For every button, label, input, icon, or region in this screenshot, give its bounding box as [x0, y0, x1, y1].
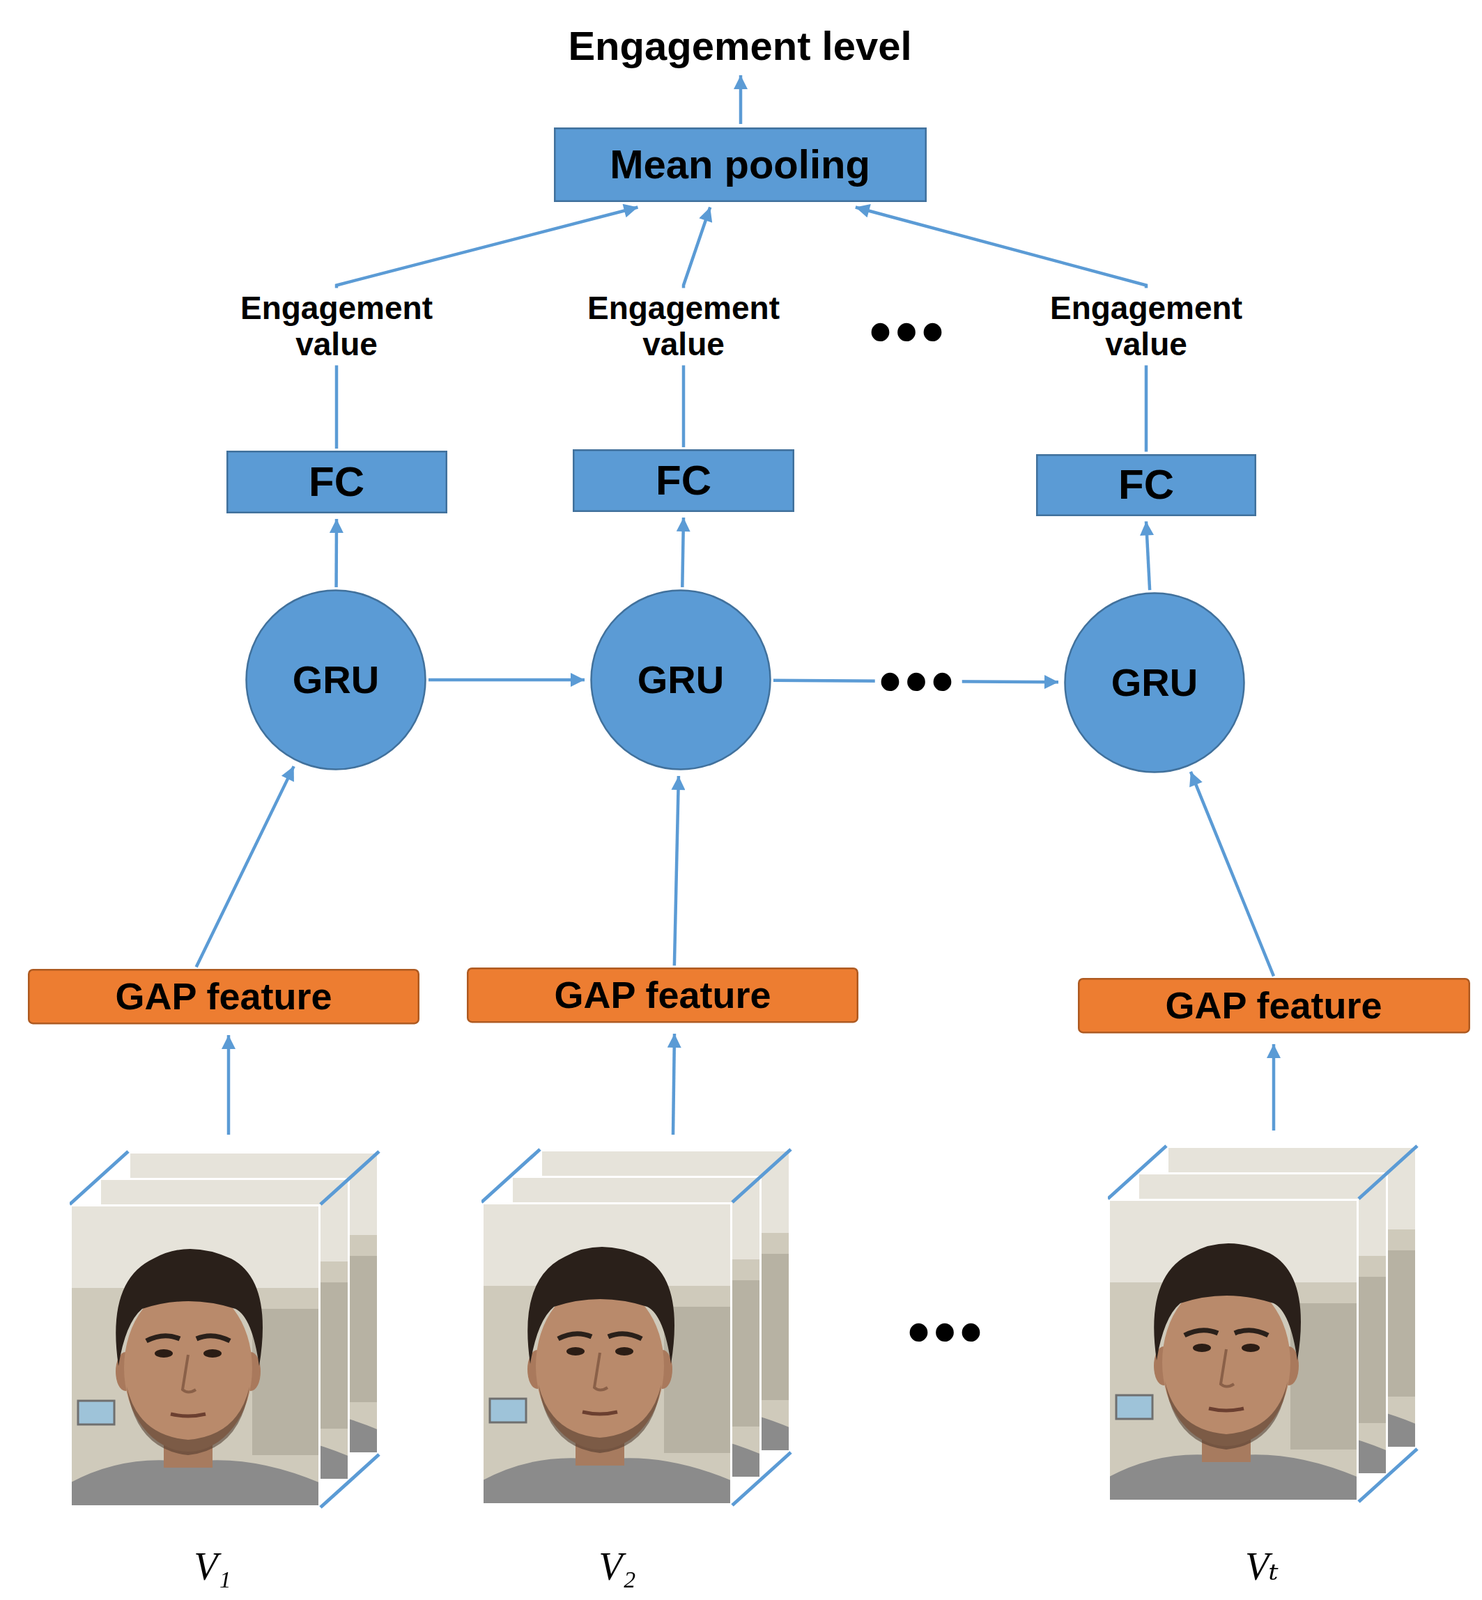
node-text: GAP feature: [114, 976, 332, 1018]
gru-circle: [1065, 593, 1245, 773]
ellipsis-dots: •••: [865, 300, 953, 364]
gru-cell: GRU: [245, 589, 427, 771]
video-clip-stack: [69, 1151, 380, 1508]
flow-arrow: [674, 776, 679, 966]
box-rect: [573, 450, 794, 512]
flow-arrow: [1146, 521, 1150, 591]
box-rect: [1036, 454, 1256, 516]
flow-arrow: [196, 766, 295, 968]
box-rect: [28, 970, 419, 1025]
feature-box: GAP feature: [27, 969, 420, 1025]
input-arrow: [673, 1033, 675, 1136]
gru-cell: GRU: [1063, 592, 1246, 774]
node-text: GAP feature: [1164, 985, 1382, 1027]
box-rect: [227, 451, 447, 513]
edge-label: Engagement value: [581, 287, 786, 366]
flow-arrow: [428, 678, 585, 683]
edge-label: Engagement value: [234, 287, 439, 366]
node-text: FC: [308, 459, 365, 506]
input-label: V₂: [598, 1546, 637, 1590]
flow-arrow: [1190, 772, 1274, 977]
flow-arrow: [334, 519, 338, 588]
node-text: GRU: [637, 658, 724, 702]
fc-layer-box: FC: [226, 450, 448, 514]
input-label: V₁: [193, 1546, 232, 1590]
gru-circle: [246, 590, 426, 770]
output-arrow: [739, 75, 743, 125]
video-clip-stack: [1107, 1146, 1418, 1503]
fc-layer-box: FC: [572, 449, 795, 513]
flow-arrow: [682, 517, 684, 588]
input-arrow: [1272, 1044, 1276, 1131]
node-text: GRU: [292, 658, 380, 702]
feature-box: GAP feature: [466, 967, 859, 1023]
node-text: GRU: [1111, 661, 1198, 705]
input-arrow: [227, 1035, 231, 1136]
box-rect: [1078, 979, 1470, 1034]
input-label: Vₜ: [1245, 1546, 1279, 1590]
box-rect: [554, 128, 926, 202]
feature-box: GAP feature: [1077, 978, 1471, 1034]
edge-label: Engagement value: [1044, 287, 1248, 366]
pooling-box: Mean pooling: [553, 127, 927, 203]
node-text: FC: [1118, 461, 1175, 508]
edge-label: •••: [875, 650, 963, 713]
gru-circle: [591, 590, 771, 770]
node-text: GAP feature: [553, 974, 771, 1016]
ellipsis-dots: •••: [903, 1300, 991, 1364]
box-rect: [467, 969, 858, 1023]
video-clip-stack: [481, 1149, 791, 1506]
fc-layer-box: FC: [1036, 454, 1257, 517]
diagram-title: Engagement level: [567, 23, 912, 69]
node-text: Mean pooling: [609, 142, 871, 187]
gru-cell: GRU: [590, 589, 772, 771]
node-text: FC: [655, 457, 712, 504]
